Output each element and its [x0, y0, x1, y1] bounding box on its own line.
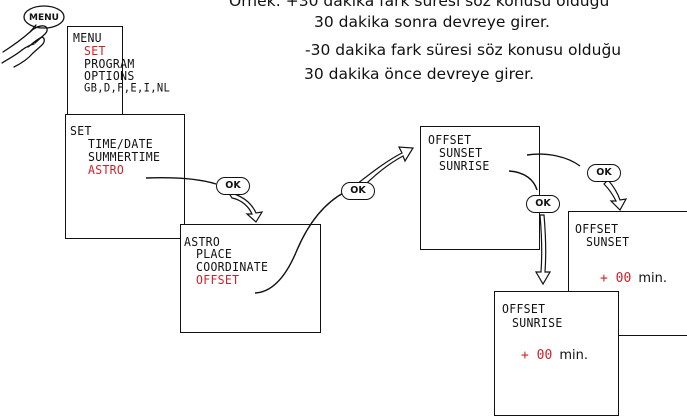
- note-line-3: -30 dakika fark süresi söz konusu olduğu: [305, 41, 622, 59]
- offset-sunset-subtitle: SUNSET: [586, 233, 630, 250]
- astro-title: ASTRO: [184, 233, 221, 250]
- ok-button-sunrise[interactable]: OK: [526, 195, 560, 213]
- ok-button-set[interactable]: OK: [216, 177, 250, 195]
- menu-item-set[interactable]: SET: [84, 42, 106, 59]
- connector-astro-offset: [254, 191, 346, 294]
- astro-item-place[interactable]: PLACE: [196, 245, 233, 262]
- offset-screen: [420, 126, 540, 250]
- curved-arrow-icon: [226, 191, 264, 223]
- menu-button[interactable]: MENU: [29, 13, 59, 23]
- set-screen: [65, 114, 185, 239]
- hand-pressing-icon: [1, 5, 65, 68]
- menu-item-options[interactable]: OPTIONS: [84, 67, 135, 84]
- menu-screen: [67, 26, 123, 118]
- astro-item-coordinate[interactable]: COORDINATE: [196, 258, 269, 275]
- offset-sunrise-subtitle: SUNRISE: [512, 314, 563, 331]
- set-item-astro[interactable]: ASTRO: [88, 161, 125, 178]
- offset-item-sunrise[interactable]: SUNRISE: [439, 157, 490, 174]
- connector-sunrise: [508, 170, 538, 191]
- offset-sunset-value-row: + 00 min.: [600, 272, 667, 286]
- astro-item-offset[interactable]: OFFSET: [196, 271, 240, 288]
- offset-sunrise-title: OFFSET: [502, 300, 546, 317]
- note-line-4: 30 dakika önce devreye girer.: [304, 65, 535, 83]
- curved-arrow-icon: [534, 214, 552, 286]
- offset-sunset-title: OFFSET: [575, 220, 619, 237]
- curved-arrow-icon: [350, 146, 415, 193]
- offset-sunrise-unit: min.: [559, 348, 588, 363]
- ok-button-astro[interactable]: OK: [341, 182, 375, 200]
- menu-item-program[interactable]: PROGRAM: [84, 55, 135, 72]
- menu-item-language[interactable]: GB,D,F,E,I,NL: [84, 82, 171, 95]
- offset-item-sunset[interactable]: SUNSET: [439, 144, 483, 161]
- note-line-1: Örnek: +30 dakika fark süresi söz konusu…: [229, 0, 610, 10]
- offset-sunrise-value[interactable]: + 00: [521, 348, 553, 363]
- set-item-time-date[interactable]: TIME/DATE: [88, 135, 154, 152]
- ok-button-sunset[interactable]: OK: [587, 164, 621, 182]
- note-line-2: 30 dakika sonra devreye girer.: [314, 13, 550, 31]
- set-title: SET: [70, 122, 92, 139]
- offset-sunset-unit: min.: [638, 271, 667, 286]
- curved-arrow-icon: [603, 179, 628, 211]
- set-item-summertime[interactable]: SUMMERTIME: [88, 148, 161, 165]
- astro-screen: [180, 224, 321, 333]
- connector-set-to-ok: [145, 177, 217, 185]
- menu-title: MENU: [73, 29, 102, 46]
- offset-sunset-value[interactable]: + 00: [600, 271, 632, 286]
- offset-sunrise-value-row: + 00 min.: [521, 349, 588, 363]
- offset-title: OFFSET: [428, 131, 472, 148]
- offset-sunrise-screen: [494, 291, 619, 416]
- connector-sunset: [526, 153, 581, 167]
